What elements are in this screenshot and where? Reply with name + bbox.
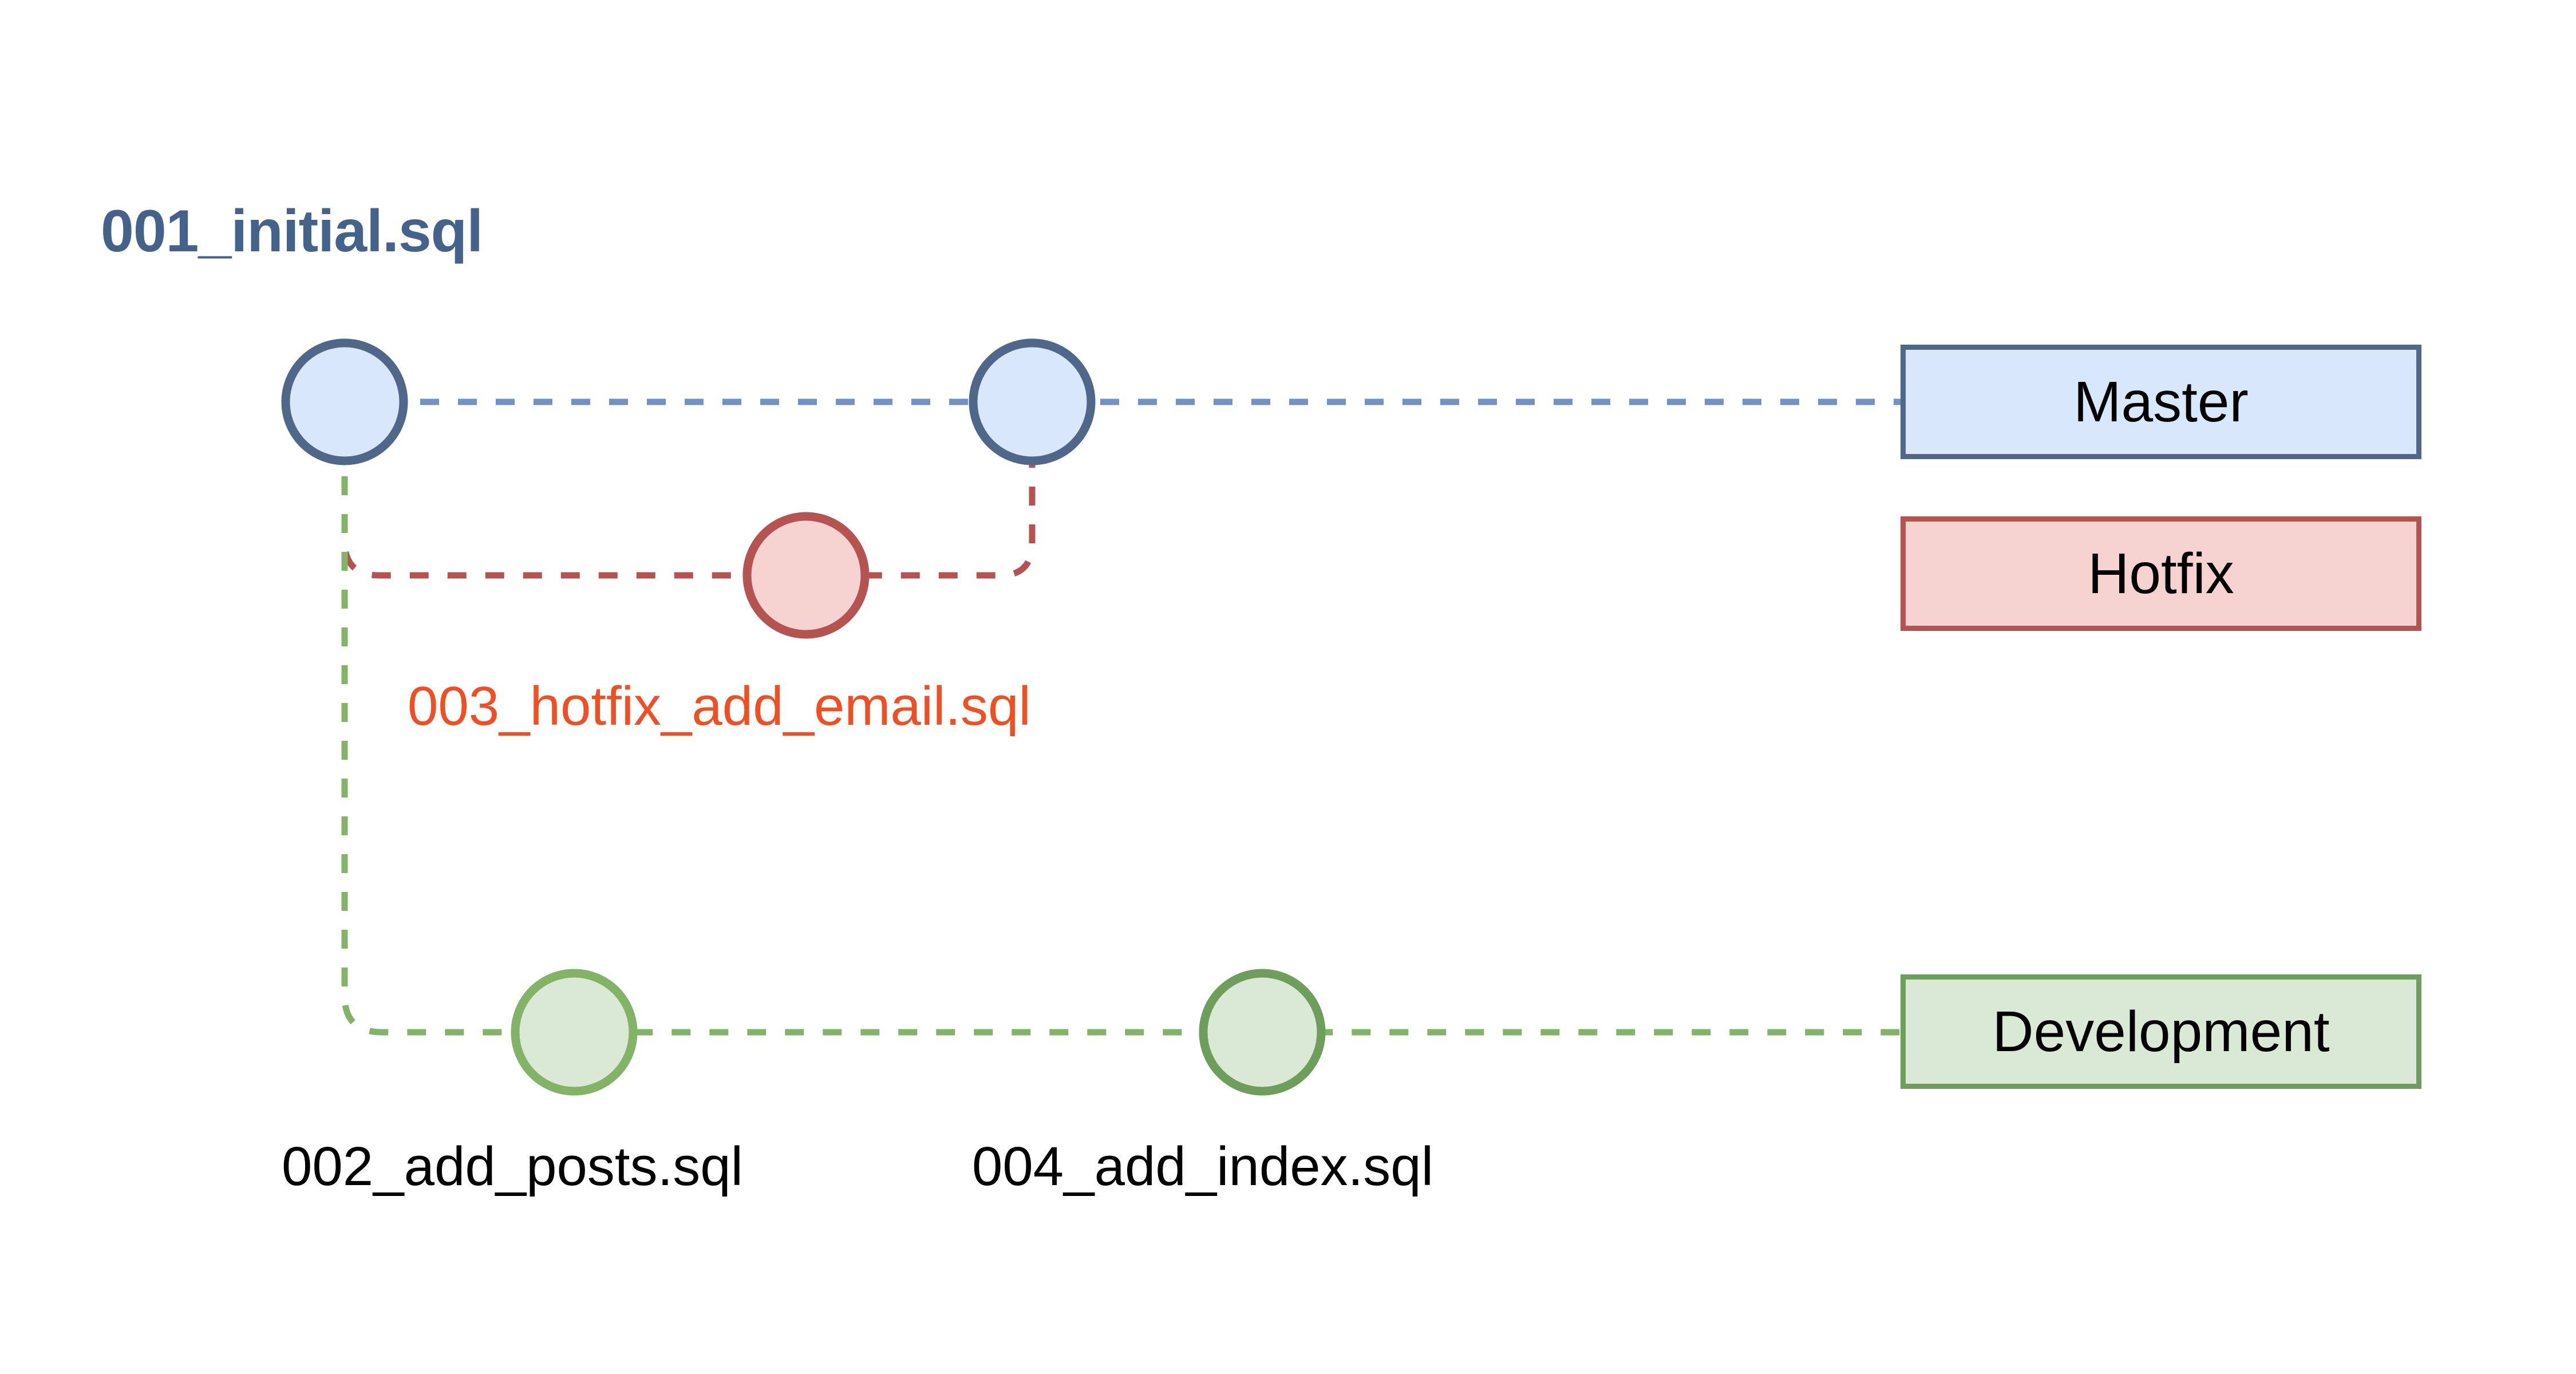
commit-label-003-hotfix: 003_hotfix_add_email.sql	[408, 676, 1031, 737]
commit-label-004-add-index: 004_add_index.sql	[972, 1136, 1434, 1197]
legend-box-master[interactable]: Master	[1901, 345, 2421, 459]
hotfix-branch-line	[341, 401, 1036, 579]
development-branch-line	[341, 401, 1901, 1036]
commit-label-001-initial: 001_initial.sql	[101, 198, 483, 264]
legend-box-hotfix[interactable]: Hotfix	[1901, 516, 2421, 631]
commit-node-master-merge[interactable]	[969, 338, 1096, 465]
legend-box-development[interactable]: Development	[1901, 974, 2421, 1089]
commit-label-002-add-posts: 002_add_posts.sql	[282, 1136, 743, 1197]
commit-node-004-add-index[interactable]	[1199, 969, 1326, 1096]
commit-node-001-initial[interactable]	[281, 338, 408, 465]
commit-node-002-add-posts[interactable]	[511, 969, 638, 1096]
commit-node-003-hotfix[interactable]	[742, 512, 870, 639]
